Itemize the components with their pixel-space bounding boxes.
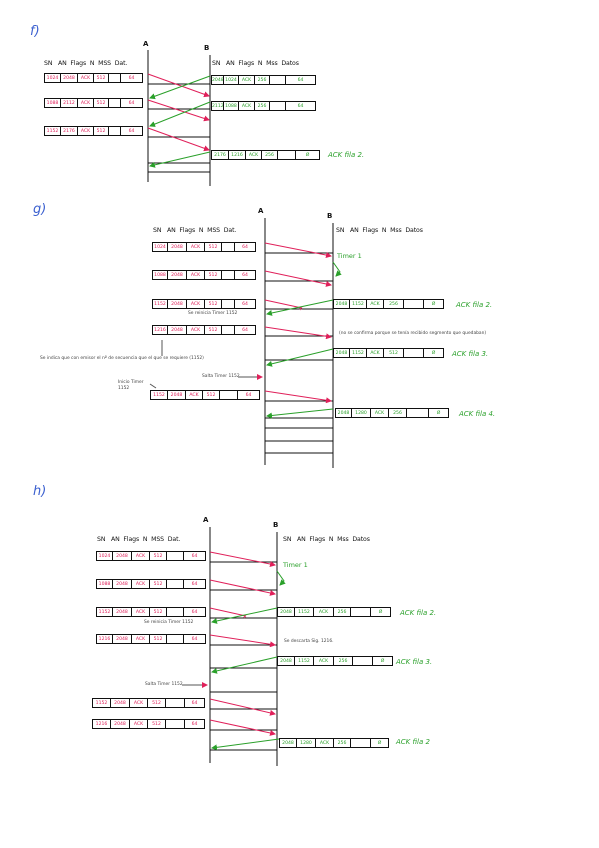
section-g-timer: Timer 1 xyxy=(337,252,362,260)
section-g-host-a: A xyxy=(258,207,264,215)
section-g-arrow-b2 xyxy=(266,348,334,367)
section-f-header-a: SN AN Flags N MSS Dat. xyxy=(44,60,128,67)
section-h-arrows: * xyxy=(182,551,286,751)
section-g-ack-3: ACK fila 4. xyxy=(459,410,496,418)
section-g-arrow-b3 xyxy=(266,408,334,419)
section-g-arrow-b1 xyxy=(266,299,334,316)
section-g-ack-2: ACK fila 3. xyxy=(452,350,489,358)
section-h-ack-3: ACK fila 2 xyxy=(396,738,430,746)
section-g-ack-1: ACK fila 2. xyxy=(456,301,493,309)
section-h-header-a: SN AN Flags N MSS Dat. xyxy=(97,536,181,543)
section-h-arrow-a4 xyxy=(209,634,276,648)
section-f-timelines xyxy=(147,50,211,186)
section-h-arrow-a6 xyxy=(209,719,276,736)
section-f-header-b: SN AN Flags N Mss Datos xyxy=(212,60,299,67)
section-f-arrow-a3 xyxy=(147,127,210,152)
section-h-timelines xyxy=(209,527,278,766)
section-f-host-a: A xyxy=(143,40,149,48)
section-g-header-b: SN AN Flags N Mss Datos xyxy=(336,227,423,234)
section-f-arrow-b3 xyxy=(149,151,211,168)
section-f-host-b: B xyxy=(204,44,210,52)
section-h-note-rto: Salta Timer 1152 xyxy=(145,682,183,687)
section-f-arrow-b1 xyxy=(149,75,211,100)
section-g-arrows: * xyxy=(149,242,342,419)
section-h-arrow-b1 xyxy=(211,607,278,624)
section-g-arrow-a4 xyxy=(264,326,332,340)
section-g-arrow-a5 xyxy=(264,390,332,404)
section-h-arrow-a5 xyxy=(209,698,276,716)
section-g-timelines xyxy=(264,218,334,468)
section-g-note-rto: Salta Timer 1152 xyxy=(202,374,240,379)
section-g-arrow-a1 xyxy=(264,242,332,258)
section-h-ack-1: ACK fila 2. xyxy=(400,609,437,617)
section-h-host-a: A xyxy=(203,516,209,524)
section-g-timer-loop xyxy=(332,261,342,277)
section-f-arrows xyxy=(147,73,211,168)
section-g-header-a: SN AN Flags N MSS Dat. xyxy=(153,227,237,234)
section-h-loss-mark: * xyxy=(243,614,247,622)
section-f-label: f) xyxy=(30,24,40,39)
section-h-host-b: B xyxy=(273,521,279,529)
section-h-note-restart: Se reinicia Timer 1152 xyxy=(144,620,194,625)
section-f-ack-note: ACK fila 2. xyxy=(328,151,365,159)
section-h-timer: Timer 1 xyxy=(283,561,308,569)
section-h-arrow-a3-lost xyxy=(209,607,247,617)
section-f-arrow-a2 xyxy=(147,99,210,122)
section-h-arrow-a1 xyxy=(209,551,276,567)
section-g-start-pointer xyxy=(149,383,157,389)
section-h-ack-2: ACK fila 3. xyxy=(396,658,433,666)
section-g-loss-mark: * xyxy=(299,306,303,314)
section-h-note-discard: Se descarta Sig. 1216. xyxy=(284,639,334,644)
section-g-arrow-a2 xyxy=(264,270,332,287)
section-h-header-b: SN AN Flags N Mss Datos xyxy=(283,536,370,543)
section-f-arrow-a1 xyxy=(147,73,210,98)
section-h-arrow-a2 xyxy=(209,579,276,596)
section-f-arrow-b2 xyxy=(149,101,211,127)
section-g-label: g) xyxy=(33,202,47,217)
section-g-note-waits: (no se confirma porque se tenía recibido… xyxy=(339,331,487,336)
section-h-label: h) xyxy=(33,484,47,499)
section-h-arrow-b2 xyxy=(211,656,278,674)
section-h-arrow-b3 xyxy=(211,738,280,751)
section-g-host-b: B xyxy=(327,212,333,220)
section-g-arrow-a3-lost xyxy=(264,299,303,309)
section-g-note-side: Se indica que con emisor el nº de secuen… xyxy=(40,356,204,361)
section-g-note-start: Inicio Timer 1152 xyxy=(118,380,144,391)
section-h-timer-loop xyxy=(276,570,286,586)
section-g-note-restart: Se reinicia Timer 1152 xyxy=(188,311,238,316)
